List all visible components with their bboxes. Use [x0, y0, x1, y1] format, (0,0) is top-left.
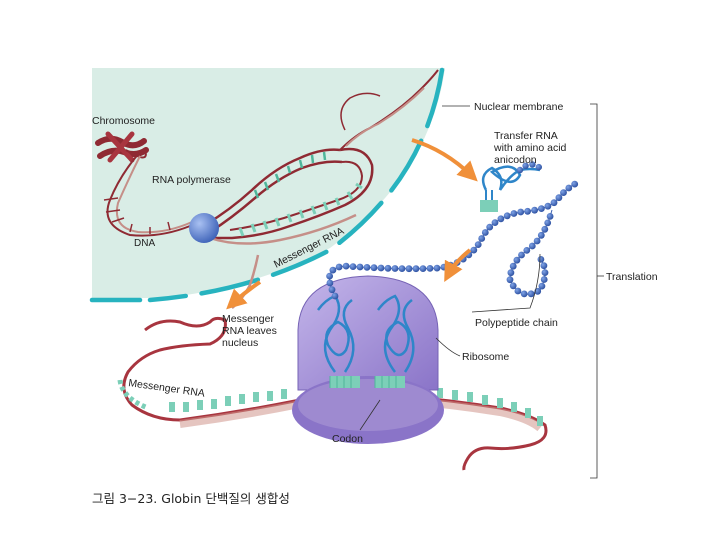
amino-acid-bead — [419, 265, 427, 272]
free-transfer-rna — [480, 165, 541, 212]
label-mrna-leaves-3: nucleus — [222, 337, 258, 349]
amino-acid-bead — [331, 292, 339, 300]
amino-acid-bead — [535, 163, 542, 171]
amino-acid-bead — [509, 282, 517, 290]
amino-acid-bead — [529, 161, 536, 168]
amino-acid-bead — [510, 210, 518, 217]
amino-acid-bead — [440, 263, 448, 271]
figure-caption: 그림 3−23. Globin 단백질의 생합성 — [92, 491, 290, 506]
amino-acid-bead — [363, 264, 371, 271]
amino-acid-bead — [486, 223, 494, 231]
label-nuclear-membrane: Nuclear membrane — [474, 101, 563, 113]
dna-strand — [103, 151, 193, 237]
amino-acid-bead — [426, 265, 434, 272]
amino-acid-bead — [342, 262, 350, 270]
amino-acid-bead — [391, 265, 399, 272]
amino-acid-bead — [474, 241, 482, 249]
amino-acid-bead — [349, 263, 357, 270]
label-transfer-rna-3: anicodon — [494, 154, 537, 166]
amino-acid-bead — [514, 287, 522, 295]
dna-double-helix — [204, 69, 439, 240]
label-transfer-rna-1: Transfer RNA — [494, 130, 558, 142]
amino-acid-bead — [412, 265, 420, 273]
label-codon: Codon — [332, 433, 363, 445]
label-messenger-rna-bottom: Messenger RNA — [128, 377, 206, 400]
amino-acid-bead — [509, 262, 517, 270]
nucleus — [92, 68, 445, 298]
amino-acid-bead — [433, 264, 441, 272]
amino-acid-bead — [329, 266, 337, 274]
trna-in-ribosome — [316, 294, 415, 388]
ribosome — [292, 275, 444, 444]
amino-acid-bead — [541, 225, 549, 233]
amino-acid-bead — [384, 264, 392, 272]
amino-acid-bead — [516, 166, 524, 174]
amino-acid-bead — [326, 272, 333, 280]
amino-acid-bead — [370, 264, 378, 272]
label-transfer-rna-2: with amino acid — [493, 142, 567, 154]
amino-acid-bead — [571, 180, 579, 188]
amino-acid-bead — [546, 213, 554, 220]
label-polypeptide-chain: Polypeptide chain — [475, 317, 558, 329]
nuclear-membrane — [89, 67, 445, 303]
amino-acid-bead — [528, 242, 536, 250]
amino-acid-bead — [478, 235, 486, 242]
process-arrows — [226, 138, 478, 310]
amino-acid-bead — [533, 237, 541, 245]
amino-acid-bead — [538, 282, 546, 290]
label-rna-polymerase: RNA polymerase — [152, 174, 231, 186]
amino-acid-bead — [326, 279, 334, 287]
rna-polymerase — [189, 213, 219, 243]
amino-acid-bead — [513, 256, 521, 264]
amino-acid-bead — [555, 194, 563, 202]
amino-acid-bead — [470, 246, 478, 254]
amino-acid-bead — [481, 229, 489, 236]
amino-acid-bead — [544, 219, 552, 227]
amino-acid-bead — [522, 162, 529, 169]
amino-acid-bead — [335, 263, 343, 271]
amino-acid-bead — [503, 212, 511, 220]
amino-acid-bead — [356, 263, 364, 271]
amino-acid-bead — [405, 265, 413, 273]
amino-acid-bead — [560, 189, 567, 197]
amino-acid-bead — [491, 219, 499, 227]
amino-acid-bead — [565, 184, 573, 192]
leader-lines — [359, 103, 604, 479]
amino-acid-bead — [328, 286, 336, 294]
amino-acid-bead — [518, 251, 525, 259]
label-mrna-leaves-2: RNA leaves — [222, 325, 277, 337]
amino-acid-bead — [531, 206, 538, 214]
amino-acid-bead — [523, 247, 531, 254]
amino-acid-bead — [524, 207, 531, 215]
label-chromosome: Chromosome — [92, 115, 155, 127]
label-ribosome: Ribosome — [462, 351, 509, 363]
amino-acid-bead — [537, 256, 545, 263]
amino-acid-bead — [517, 208, 525, 216]
amino-acid-bead — [497, 215, 505, 223]
amino-acid-bead — [540, 262, 548, 270]
amino-acid-bead — [537, 231, 545, 239]
amino-acid-bead — [520, 290, 528, 298]
amino-acid-bead — [541, 269, 549, 276]
label-dna: DNA — [134, 238, 155, 249]
amino-acid-bead — [550, 199, 558, 207]
amino-acid-bead — [398, 265, 406, 272]
amino-acid-bead — [507, 269, 515, 277]
amino-acid-bead — [377, 264, 385, 272]
amino-acid-bead — [527, 290, 535, 298]
amino-acid-bead — [544, 202, 552, 210]
label-mrna-leaves-1: Messenger — [222, 313, 274, 325]
amino-acid-bead — [538, 205, 545, 213]
label-translation: Translation — [606, 271, 658, 283]
amino-acid-bead — [506, 276, 514, 284]
amino-acid-bead — [540, 276, 548, 283]
polypeptide-chain — [326, 161, 579, 300]
